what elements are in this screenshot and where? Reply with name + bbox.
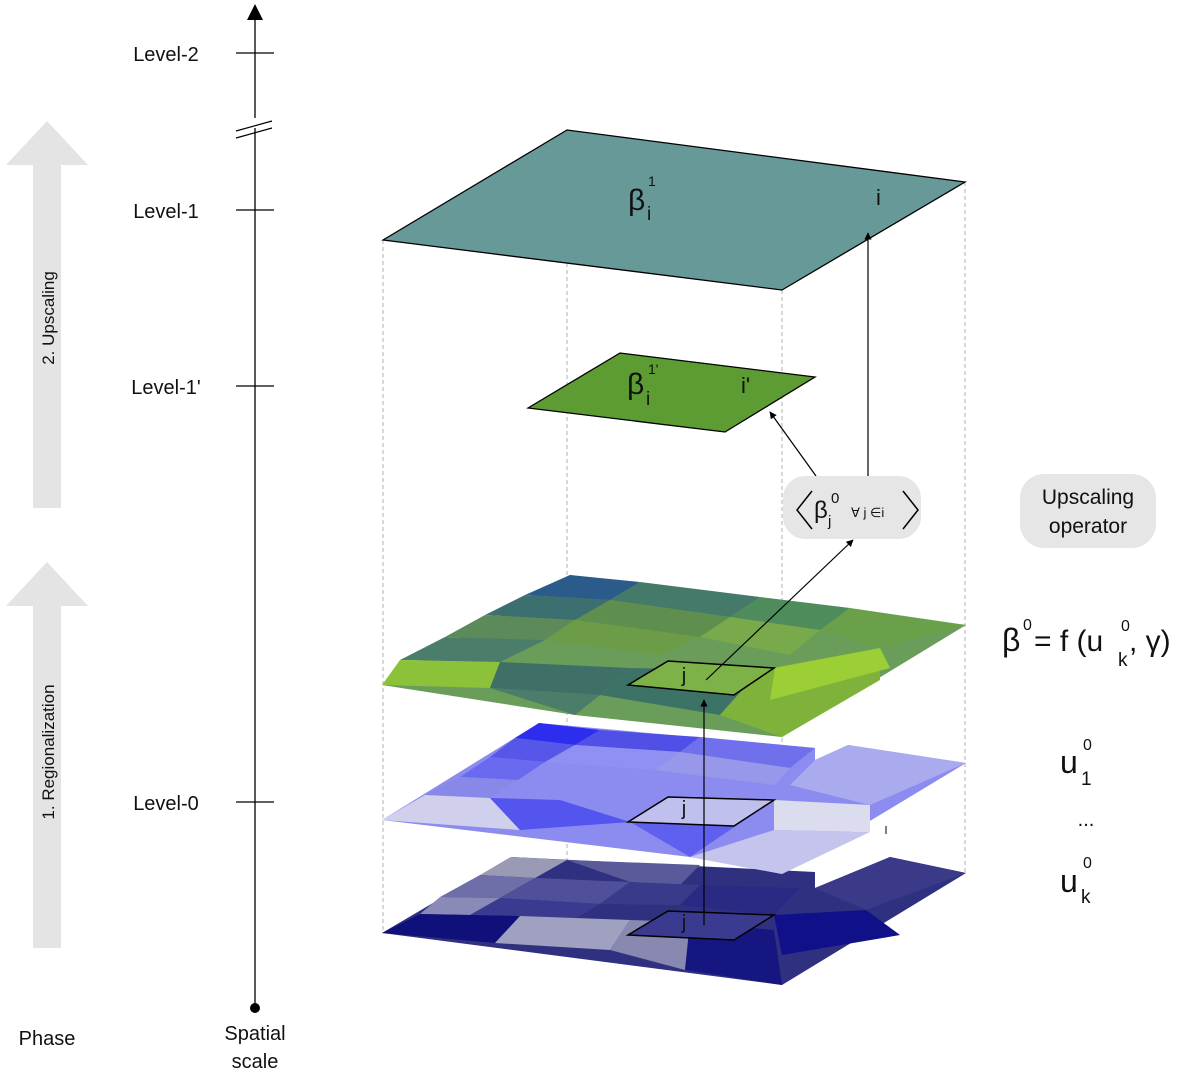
operator-label-line2: operator: [1049, 515, 1127, 538]
uk-eq-sub: k: [1081, 887, 1091, 908]
uk-cell-label: j: [681, 912, 686, 934]
u1-eq-sup: 0: [1083, 737, 1092, 754]
uk-eq-u: u: [1060, 863, 1078, 899]
level-2-label: Level-2: [133, 44, 199, 66]
regionalization-phase-label: 1. Regionalization: [39, 684, 58, 819]
level-1-prime-beta-sub: i: [646, 389, 650, 410]
axis-caption-scale: scale: [232, 1051, 279, 1073]
layers-ellipsis: ...: [1078, 809, 1095, 831]
operator-beta-sub: j: [827, 513, 831, 530]
upscaling-phase-arrow: [6, 121, 88, 508]
level-1-prime-beta-symbol: β: [627, 368, 644, 401]
axis-caption-spatial: Spatial: [224, 1023, 285, 1045]
u1-equation: u 0 1: [1060, 737, 1092, 790]
level-0-label: Level-0: [133, 793, 199, 815]
uk-layer: [382, 857, 966, 985]
level-1-beta-symbol: β: [628, 184, 645, 217]
uk-eq-sup: 0: [1083, 855, 1092, 872]
u1-eq-u: u: [1060, 744, 1078, 780]
operator-label-box: [1020, 474, 1156, 548]
uk-equation: u 0 k: [1060, 855, 1092, 908]
beta0-eq-u-sup: 0: [1121, 618, 1130, 635]
upscaling-phase-label: 2. Upscaling: [39, 271, 58, 365]
operator-box: [783, 476, 921, 539]
level-1-cell-label: i: [876, 185, 881, 210]
regionalization-phase-arrow: [6, 562, 88, 948]
level-1-prime-cell-label: i': [741, 373, 750, 398]
beta0-eq-sup: 0: [1023, 617, 1032, 634]
beta0-eq-u-sub: k: [1118, 650, 1128, 671]
level-1-beta-sup: 1: [648, 173, 656, 189]
level-1-prime-label: Level-1': [131, 377, 200, 399]
beta0-cell-label: j: [681, 665, 686, 687]
u1-layer: [382, 723, 966, 874]
u1-eq-sub: 1: [1081, 769, 1092, 790]
spatial-scale-axis: [235, 4, 274, 1013]
operator-beta-sup: 0: [831, 490, 839, 507]
level-1-plane: [381, 129, 967, 291]
beta0-layer: [382, 575, 966, 737]
beta0-eq-rhs1: = f (u: [1034, 625, 1103, 658]
operator-condition: ∀ j ∈i: [851, 505, 884, 520]
beta0-eq-lhs: β: [1002, 622, 1020, 658]
arrow-beta0-to-operator: [705, 539, 854, 681]
phase-caption: Phase: [19, 1028, 76, 1050]
beta0-eq-rhs2: , γ): [1129, 625, 1171, 658]
arrow-operator-to-level1p: [769, 411, 817, 477]
level-1-prime-beta-sup: 1': [648, 361, 658, 377]
level-1-label: Level-1: [133, 201, 199, 223]
operator-left-bracket: [796, 490, 813, 530]
level-1-prime-plane: [526, 352, 817, 433]
beta0-equation: β 0 = f (u 0 k , γ): [1002, 617, 1171, 671]
operator-right-bracket: [902, 490, 919, 530]
u1-cell-label: j: [681, 798, 686, 820]
operator-beta-symbol: β: [814, 497, 828, 524]
operator-label-line1: Upscaling: [1042, 486, 1134, 509]
level-1-beta-sub: i: [647, 204, 651, 225]
